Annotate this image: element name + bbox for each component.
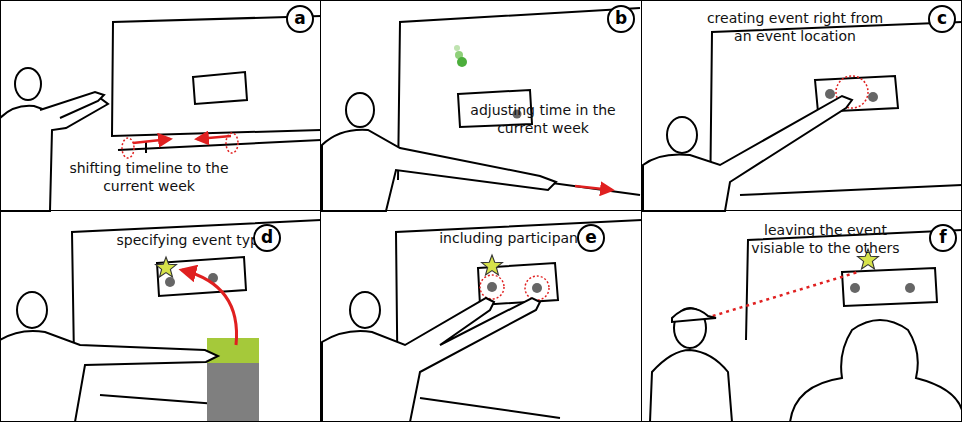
scenario-panel: creating event right from an event locat…: [641, 0, 962, 211]
scenario-panel: adjusting time in the current week b: [320, 0, 642, 211]
person-body: [643, 96, 852, 211]
event-dot: [825, 89, 835, 99]
panel-f-art: [650, 230, 962, 422]
red-arrow: [133, 139, 170, 143]
panel-d-art: [0, 220, 321, 422]
person-body: [650, 350, 732, 422]
green-dot: [457, 57, 467, 67]
person-head: [17, 292, 47, 328]
event-box: [193, 72, 247, 104]
person-head: [346, 93, 374, 127]
scenario-panel: including participantse: [320, 210, 642, 422]
touch-mark: [480, 275, 504, 299]
touch-mark: [122, 138, 134, 158]
event-dot: [165, 277, 175, 287]
menu-gray: [207, 363, 259, 422]
green-trail: [454, 45, 460, 51]
person-head: [350, 292, 380, 328]
panel-letter: b: [607, 5, 635, 33]
step-caption: shifting timeline to the current week: [59, 159, 239, 195]
red-arrow: [182, 270, 237, 345]
whiteboard: [710, 22, 962, 211]
whiteboard: [396, 220, 642, 422]
panel-letter-text: e: [585, 229, 597, 246]
timeline: [420, 398, 560, 418]
timeline: [118, 140, 321, 150]
step-caption: leaving the event visiable to the others: [738, 221, 913, 257]
person-head: [15, 68, 41, 100]
panel-letter: c: [928, 5, 956, 33]
panel-letter: a: [286, 5, 314, 33]
event-dot: [487, 282, 497, 292]
panel-letter-text: f: [939, 229, 946, 246]
step-caption: adjusting time in the current week: [453, 101, 633, 137]
person-silhouette: [790, 320, 962, 422]
event-dot: [532, 283, 542, 293]
type-star: [482, 255, 503, 275]
panel-letter-text: c: [937, 10, 947, 27]
person-body: [322, 130, 556, 211]
person-body: [322, 298, 540, 422]
panel-b-art: [322, 8, 640, 211]
person-head: [667, 117, 697, 153]
scenario-panel: specifying event typed: [0, 210, 321, 422]
panel-c-art: [643, 22, 962, 211]
person-cap: [672, 308, 716, 322]
panel-letter: d: [253, 224, 281, 252]
menu-green: [207, 338, 259, 363]
event-dot: [850, 283, 860, 293]
step-caption: creating event right from an event locat…: [700, 9, 890, 45]
person-arm: [40, 92, 104, 118]
whiteboard: [72, 220, 321, 422]
red-arrow: [575, 186, 612, 190]
whiteboard: [112, 16, 321, 136]
panel-a-art: [0, 16, 321, 211]
scenario-panel: shifting timeline to the current week a: [0, 0, 321, 211]
panel-e-art: [322, 220, 642, 422]
panel-letter-text: a: [294, 10, 305, 27]
sight-line: [706, 272, 858, 318]
panel-letter: f: [929, 224, 957, 252]
touch-mark: [525, 276, 549, 300]
person-body: [0, 331, 218, 422]
event-dot: [868, 92, 878, 102]
panel-letter: e: [577, 224, 605, 252]
scenario-panel: leaving the event visiable to the others…: [641, 210, 962, 422]
board-edge: [740, 185, 962, 195]
type-star: [156, 257, 177, 277]
event-dot: [905, 283, 915, 293]
touch-mark: [226, 133, 238, 153]
panel-letter-text: b: [615, 10, 627, 27]
panel-letter-text: d: [261, 229, 273, 246]
